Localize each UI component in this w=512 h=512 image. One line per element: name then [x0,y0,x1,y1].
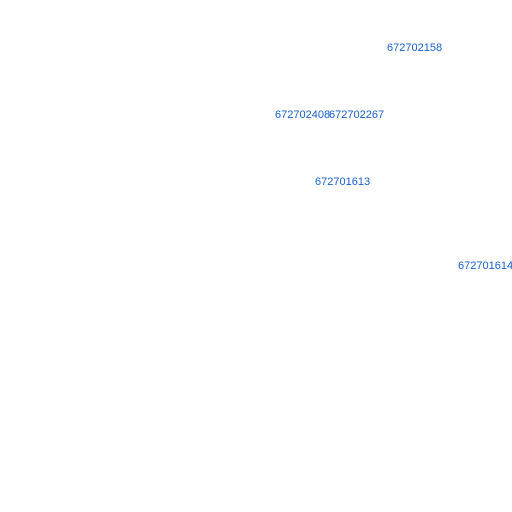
id-link[interactable]: 672701613 [315,176,371,188]
id-link[interactable]: 672702408 [275,109,331,121]
id-link[interactable]: 672701614 [458,260,512,272]
id-link[interactable]: 672702267 [329,109,385,121]
id-link[interactable]: 672702158 [387,42,443,54]
